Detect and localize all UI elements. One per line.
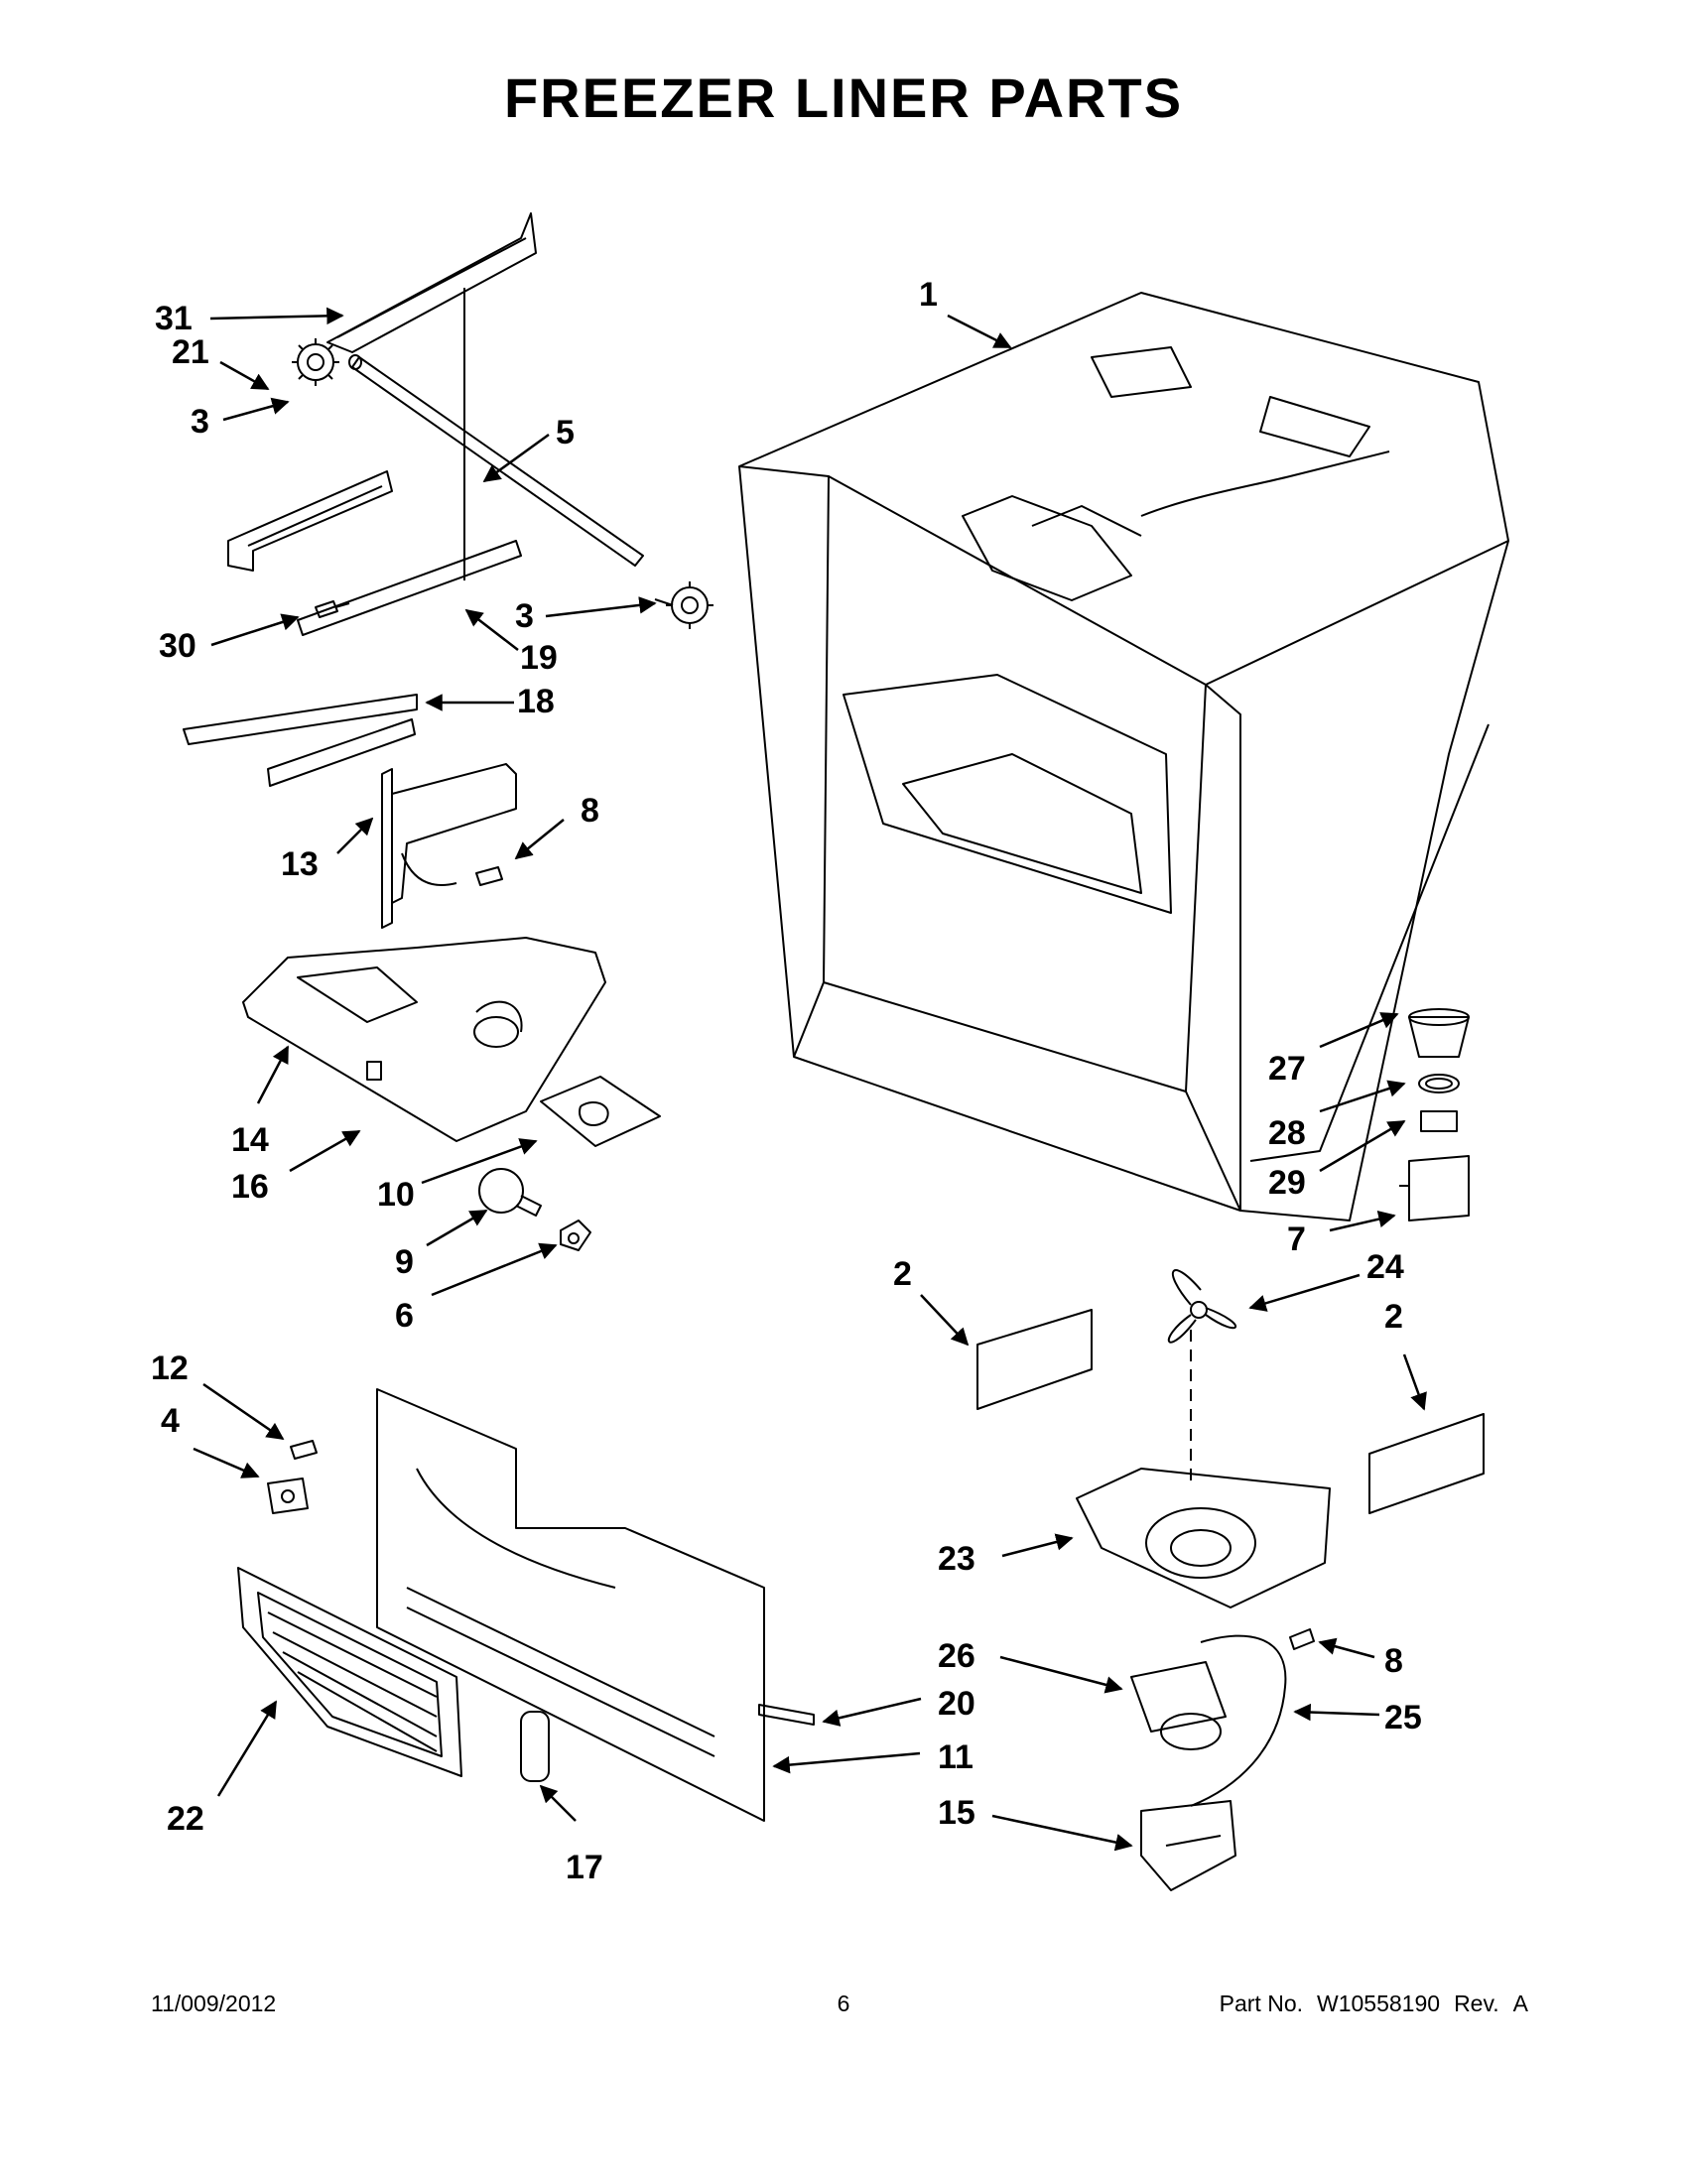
callout-12: 12	[151, 1349, 189, 1387]
callout-23: 23	[938, 1540, 975, 1578]
cap-part-27	[1408, 1008, 1470, 1058]
harness-part-25	[1190, 1634, 1287, 1807]
callout-27: 27	[1268, 1050, 1306, 1088]
callout-5: 5	[556, 414, 575, 451]
fan-blade-part-24	[1167, 1269, 1237, 1344]
page-title: FREEZER LINER PARTS	[503, 66, 1184, 129]
bracket-part-21	[227, 470, 393, 572]
screw-part-8-right	[1289, 1628, 1315, 1650]
strip-part-20	[758, 1704, 815, 1726]
callout-10: 10	[377, 1176, 415, 1214]
callout-18: 18	[517, 683, 555, 720]
callout-3-mid: 3	[515, 597, 534, 635]
callout-13: 13	[281, 845, 319, 883]
liner-part-1	[738, 292, 1509, 1221]
footer-page-number: 6	[837, 1991, 850, 2016]
callout-19: 19	[520, 639, 558, 677]
grille-part-22	[237, 1567, 462, 1777]
callout-29: 29	[1268, 1164, 1306, 1202]
ring-part-28	[1418, 1074, 1460, 1093]
callout-15: 15	[938, 1794, 975, 1832]
callout-1: 1	[919, 276, 938, 314]
part-number-label: Part No.	[1219, 1991, 1304, 2016]
callout-2-left: 2	[893, 1255, 912, 1293]
callout-17: 17	[566, 1849, 603, 1886]
footer-part-number: Part No. W10558190 Rev. A	[1220, 1991, 1528, 2017]
gear-part-3-top	[292, 338, 339, 386]
clip-part-17	[520, 1711, 550, 1782]
clip-part-16	[366, 1061, 382, 1081]
callout-20: 20	[938, 1685, 975, 1723]
callout-9: 9	[395, 1243, 414, 1281]
slide-part-19	[297, 540, 522, 636]
light-housing-part-14	[242, 937, 606, 1142]
insulation-part-2-right	[1368, 1413, 1485, 1514]
screw-part-8-left	[475, 866, 503, 886]
callout-25: 25	[1384, 1699, 1422, 1736]
callout-7: 7	[1287, 1220, 1306, 1258]
revision-value: A	[1512, 1991, 1528, 2016]
evaporator-cover-part-11	[376, 1388, 765, 1822]
grommet-part-29	[1420, 1110, 1458, 1132]
insulation-part-2-left	[976, 1309, 1093, 1410]
fan-shroud-part-23	[1076, 1468, 1331, 1608]
callout-2-right: 2	[1384, 1298, 1403, 1336]
screw-part-30	[315, 600, 350, 618]
shaft-part-5	[348, 354, 644, 567]
rail-part-18	[183, 694, 418, 787]
callout-28: 28	[1268, 1114, 1306, 1152]
callout-30: 30	[159, 627, 196, 665]
callout-16: 16	[231, 1168, 269, 1206]
footer-date: 11/009/2012	[151, 1991, 277, 2016]
thermistor-part-4	[267, 1477, 309, 1514]
callout-31: 31	[155, 300, 193, 337]
bulb-part-9	[478, 1168, 542, 1217]
bracket-part-13	[381, 763, 517, 929]
callout-14: 14	[231, 1121, 269, 1159]
gear-part-3-mid	[654, 581, 714, 629]
screw-part-12	[290, 1440, 318, 1460]
callout-26: 26	[938, 1637, 975, 1675]
lens-part-10	[540, 1076, 661, 1147]
callout-22: 22	[167, 1800, 204, 1838]
callout-6: 6	[395, 1297, 414, 1335]
socket-part-6	[560, 1220, 591, 1251]
callout-24: 24	[1366, 1248, 1404, 1286]
rail-part-31	[326, 212, 537, 353]
callout-8-right: 8	[1384, 1642, 1403, 1680]
part-number-value: W10558190	[1317, 1991, 1441, 2016]
motor-part-26	[1130, 1661, 1227, 1750]
callout-11: 11	[938, 1738, 973, 1776]
callout-8-left: 8	[581, 792, 599, 830]
damper-part-7	[1399, 1155, 1470, 1221]
callout-21: 21	[172, 333, 209, 371]
revision-label: Rev.	[1454, 1991, 1499, 2016]
callout-3-top: 3	[191, 403, 209, 441]
bracket-part-15	[1140, 1800, 1236, 1891]
callout-4: 4	[161, 1402, 180, 1440]
